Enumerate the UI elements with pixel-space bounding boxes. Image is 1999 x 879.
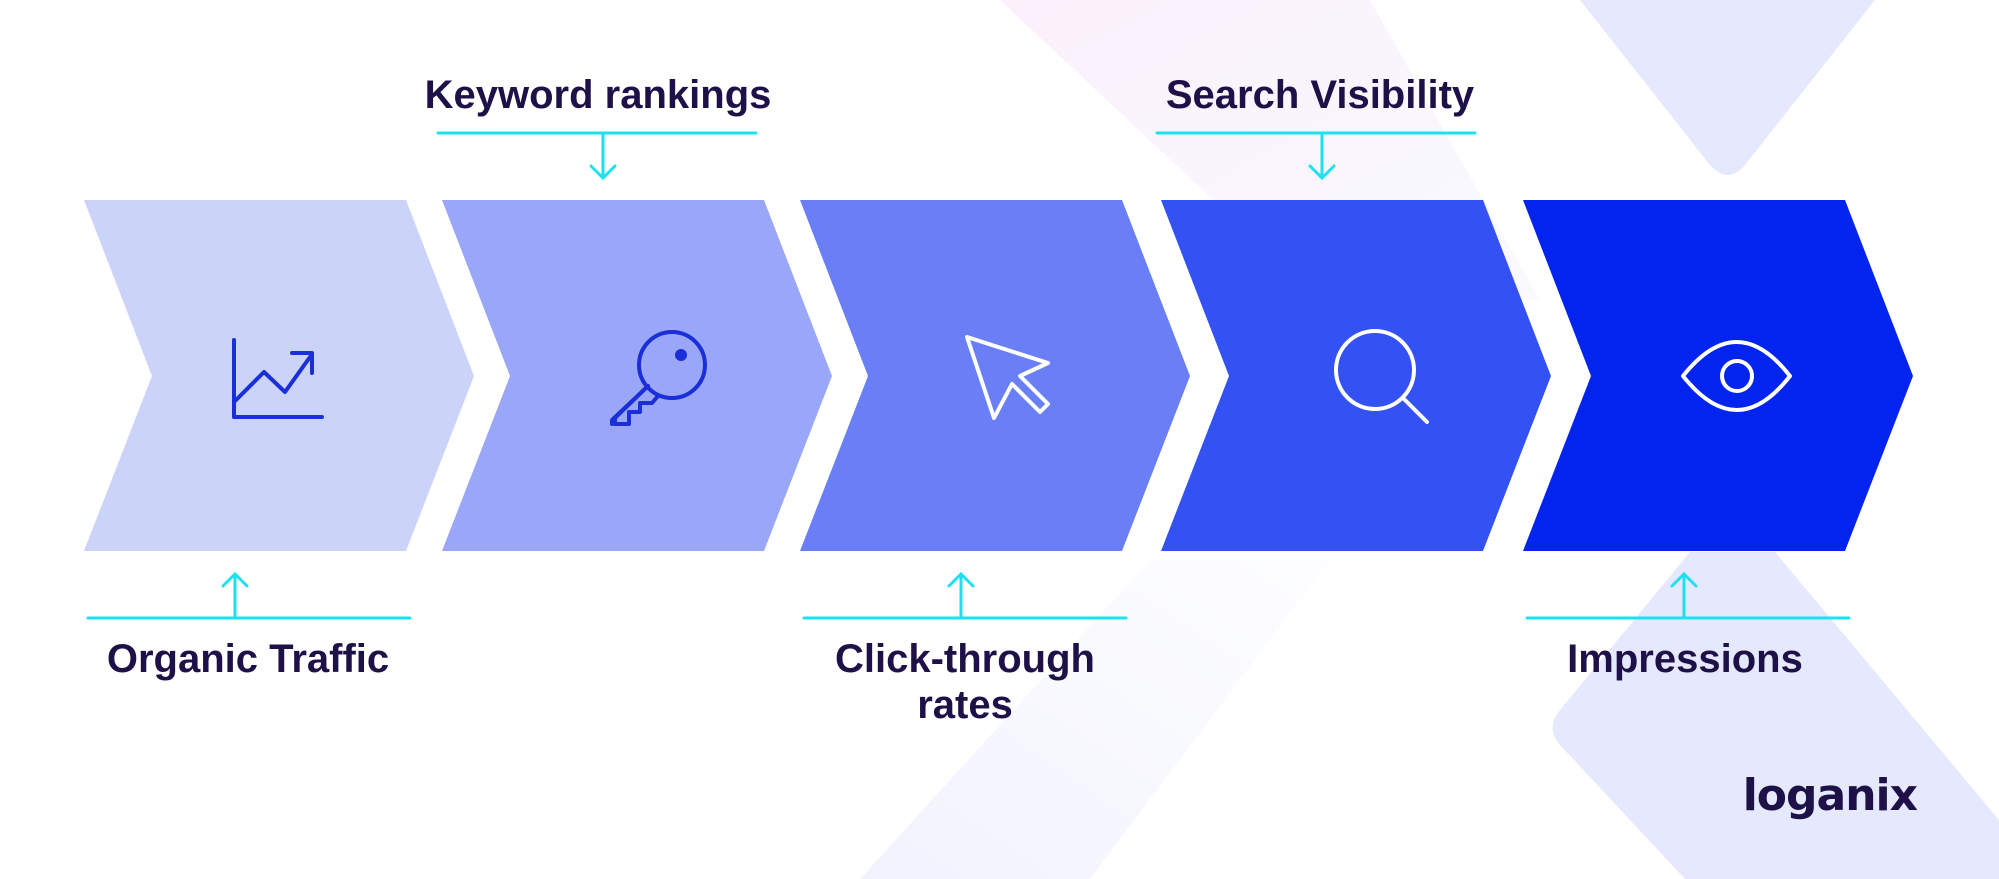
- label-impressions: Impressions: [1567, 637, 1803, 681]
- chevron-organic-traffic: [84, 200, 474, 551]
- connector-line-click-through-rates: [802, 571, 1128, 620]
- icon-group: [232, 329, 1792, 426]
- connector-search-visibility: [1155, 131, 1477, 181]
- trend-chart-icon: [232, 338, 324, 419]
- cursor-icon: [965, 335, 1050, 420]
- connector-line-keyword-rankings: [436, 131, 758, 181]
- backdrop-top-chevron: [1580, 0, 1875, 175]
- label-organic-traffic: Organic Traffic: [106, 637, 390, 681]
- chevron-impressions: [1523, 200, 1913, 551]
- connector-group: [86, 131, 1851, 620]
- connector-line-search-visibility: [1155, 131, 1477, 181]
- label-keyword-rankings: Keyword rankings: [424, 73, 772, 117]
- chevron-click-through-rates: [800, 200, 1190, 551]
- key-icon: [610, 330, 707, 426]
- connector-line-impressions: [1525, 571, 1851, 620]
- search-icon: [1334, 329, 1429, 424]
- connector-impressions: [1525, 571, 1851, 620]
- chevron-row: [84, 200, 1913, 551]
- backdrop-bottom-chevron: [1552, 552, 1999, 879]
- label-search-visibility: Search Visibility: [1165, 73, 1475, 117]
- label-click-through-rates: Click-through rates: [835, 637, 1095, 727]
- connector-organic-traffic: [86, 571, 412, 620]
- chevron-search-visibility: [1161, 200, 1551, 551]
- backdrop-fade-band: [860, 560, 1330, 879]
- connector-line-organic-traffic: [86, 571, 412, 620]
- connector-click-through-rates: [802, 571, 1128, 620]
- chevron-keyword-rankings: [442, 200, 832, 551]
- loganix-logo: loganix: [1742, 770, 1918, 821]
- connector-keyword-rankings: [436, 131, 758, 181]
- eye-icon: [1681, 340, 1792, 412]
